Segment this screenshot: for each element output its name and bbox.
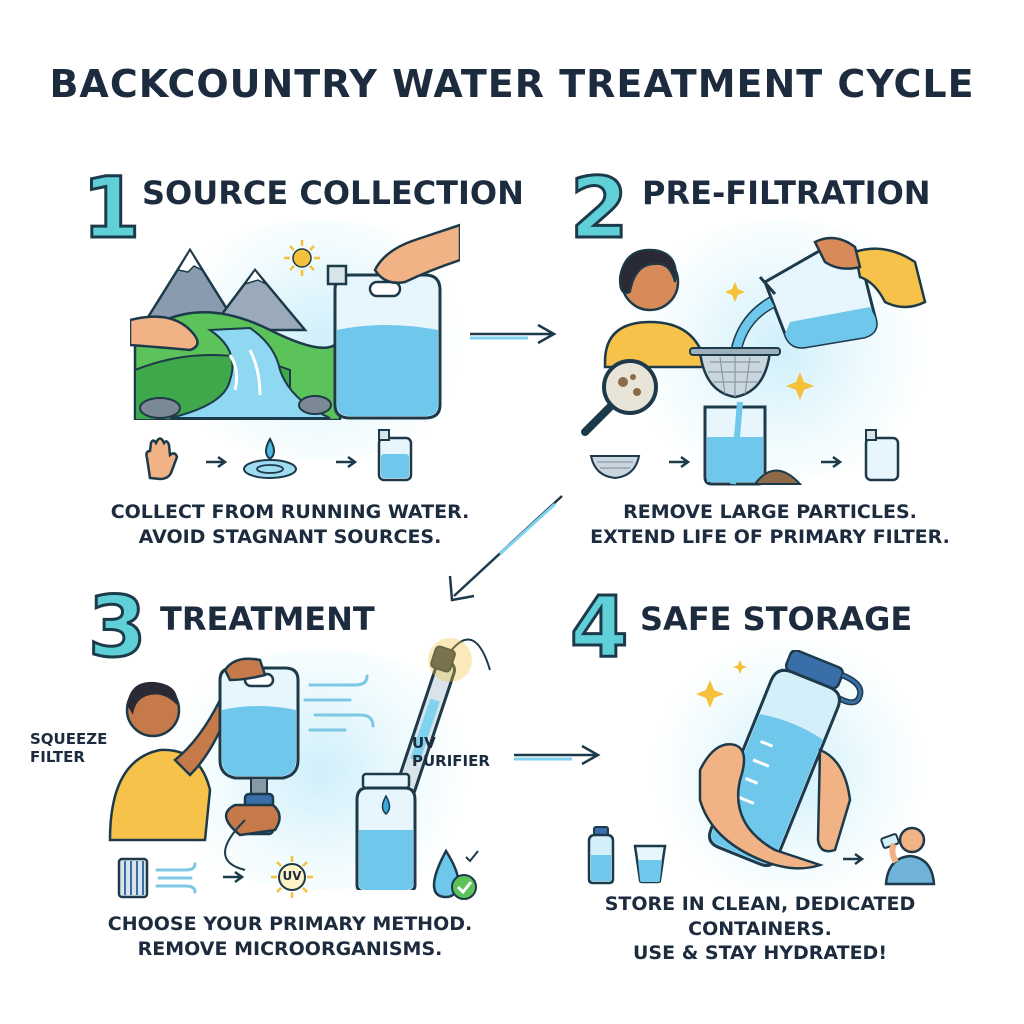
drop-checkmark-icon (432, 848, 479, 900)
cup-icon (633, 844, 667, 884)
flow-arrow-2-to-3 (448, 495, 563, 602)
flow-arrow-3-to-4 (514, 744, 601, 766)
person-drinking-icon (880, 826, 936, 886)
airflow-icon (303, 674, 375, 732)
uv-badge-text: UV (282, 869, 302, 883)
magnifier-icon (581, 359, 658, 436)
page-title: BACKCOUNTRY WATER TREATMENT CYCLE (49, 62, 975, 106)
water-drop-ripple-icon (243, 436, 297, 479)
filter-cartridge-icon (117, 857, 149, 899)
small-bottle-icon (587, 826, 615, 885)
arrow-right-icon (669, 455, 690, 469)
step-3-caption: CHOOSE YOUR PRIMARY METHOD. REMOVE MICRO… (107, 913, 473, 960)
squeeze-filter-label: SQUEEZE FILTER (30, 730, 108, 766)
safe-storage-scene (696, 650, 864, 870)
step-4-caption: STORE IN CLEAN, DEDICATED CONTAINERS. US… (604, 893, 916, 965)
arrow-right-icon (223, 870, 244, 884)
step-2-caption: REMOVE LARGE PARTICLES. EXTEND LIFE OF P… (590, 501, 950, 548)
strainer-icon (689, 347, 781, 399)
step-4-number: 4 (568, 578, 629, 676)
pre-filtration-scene (581, 236, 927, 486)
arrow-right-icon (206, 455, 227, 469)
source-collection-scene (130, 223, 460, 420)
flow-arrow-1-to-2 (470, 323, 557, 345)
arrow-right-icon (336, 455, 357, 469)
arrow-right-icon (821, 455, 842, 469)
arrow-right-icon (843, 852, 864, 866)
step-4-title: SAFE STORAGE (640, 600, 913, 638)
beaker-icon (703, 401, 767, 486)
small-water-container-icon (864, 429, 900, 482)
person-icon (603, 248, 707, 369)
sun-icon (284, 240, 320, 276)
water-bag-icon (326, 264, 442, 420)
uv-badge-icon: UV (270, 855, 314, 899)
uv-purifier-icon (394, 638, 491, 801)
step-3-number: 3 (86, 578, 147, 676)
person-icon (108, 681, 232, 842)
uv-purifier-label: UV PURIFIER (412, 734, 490, 770)
water-bottle-icon (355, 772, 417, 890)
stop-hand-icon (145, 437, 179, 481)
step-3-title: TREATMENT (160, 600, 375, 638)
squeeze-filter-icon (225, 777, 281, 837)
stream-icon (169, 326, 331, 419)
step-1-caption: COLLECT FROM RUNNING WATER. AVOID STAGNA… (110, 501, 470, 548)
small-water-container-icon (377, 429, 413, 482)
step-2-number: 2 (568, 159, 629, 257)
step-1-number: 1 (80, 159, 141, 257)
small-strainer-icon (589, 455, 641, 480)
squeeze-bag-icon (218, 666, 300, 780)
treatment-scene (108, 638, 491, 890)
wind-icon (155, 862, 197, 894)
hand-icon (130, 315, 199, 352)
step-2-title: PRE-FILTRATION (642, 174, 931, 212)
step-1-title: SOURCE COLLECTION (142, 174, 524, 212)
